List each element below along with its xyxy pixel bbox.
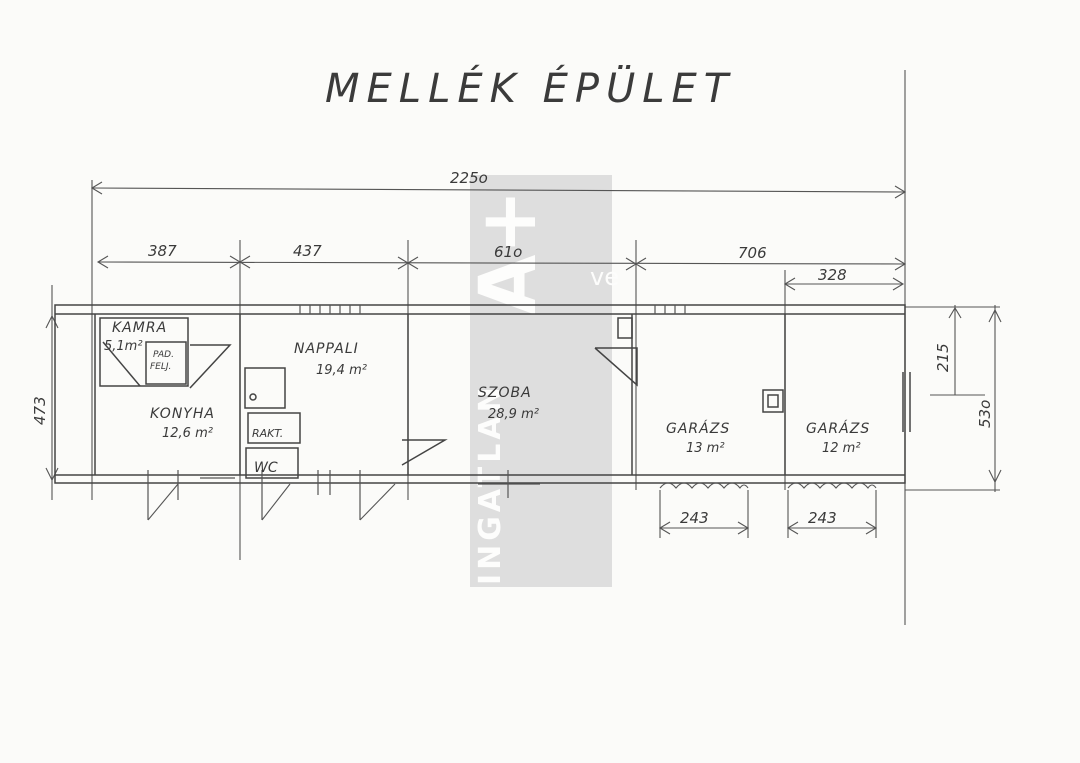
room-konyha-name: KONYHA [150, 406, 215, 422]
segment-arrow-3 [240, 256, 250, 268]
door-swing-wc [262, 484, 290, 520]
room-garazs2-name: GARÁZS [806, 420, 870, 437]
arrow-right [895, 186, 905, 198]
dim-seg2: 437 [293, 242, 322, 260]
arrow-215-top [949, 308, 961, 318]
dim-seg5: 328 [818, 266, 847, 284]
arrow-right-bottom [989, 470, 1001, 482]
chimney-szoba [618, 318, 632, 338]
segment-arrow-6 [626, 258, 636, 270]
watermark: A+ INGATLAN ve [464, 175, 619, 587]
room-konyha-area: 12,6 m² [162, 426, 213, 441]
room-garazs1-area: 13 m² [686, 441, 725, 456]
room-padfeljaro-name: PAD. [153, 350, 174, 360]
dim-right-height: 53o [976, 400, 994, 428]
rakt-box [248, 413, 300, 443]
arrow-328-left [785, 278, 795, 290]
building-outline [55, 305, 905, 483]
room-kamra-area: 5,1m² [104, 339, 143, 354]
garage-door-1 [660, 483, 748, 488]
dim-door1: 243 [680, 509, 709, 527]
door-nappali-szoba [402, 440, 445, 465]
dimension-line-total [92, 188, 905, 192]
dim-door2: 243 [808, 509, 837, 527]
dim-left-height: 473 [31, 396, 49, 425]
room-garazs1-name: GARÁZS [666, 420, 730, 437]
room-wc-name: WC [254, 460, 278, 476]
chimney-garage-outer [763, 390, 783, 412]
arrow-right-top [989, 310, 1001, 322]
chimney-garage-inner [768, 395, 778, 407]
chimney-box [245, 368, 285, 408]
segment-arrow-8 [895, 258, 905, 270]
room-padfeljaro-name2: FELJ. [150, 362, 171, 372]
stair-box [146, 342, 186, 384]
watermark-suffix: ve [590, 263, 619, 291]
room-nappali-name: NAPPALI [294, 341, 359, 357]
watermark-background [470, 175, 612, 587]
dim-total-width: 225o [450, 169, 488, 187]
room-nappali-area: 19,4 m² [316, 363, 367, 378]
chimney-circle-icon [249, 393, 257, 401]
dim-seg1: 387 [148, 242, 177, 260]
stair-swing [190, 345, 230, 388]
kamra-diagonal [103, 342, 140, 386]
garage-door-2 [788, 483, 876, 488]
arrow-left [92, 182, 102, 194]
arrow-left-top [46, 316, 58, 328]
dim-seg3: 61o [494, 243, 522, 261]
plan-title: MELLÉK ÉPÜLET [325, 64, 735, 112]
watermark-logo: A+ [464, 189, 554, 315]
room-kamra-name: KAMRA [112, 320, 167, 336]
kamra-box [100, 318, 188, 386]
dim-seg4: 706 [738, 244, 767, 262]
wc-box [246, 448, 298, 478]
arrow-328-right [893, 278, 903, 290]
room-szoba-area: 28,9 m² [488, 407, 539, 422]
segment-arrow-1 [98, 256, 108, 268]
arrow-left-bottom [46, 468, 58, 480]
room-szoba-name: SZOBA [478, 385, 532, 401]
segment-arrow-7 [636, 258, 646, 270]
dim-inner-height: 215 [934, 343, 952, 372]
dimension-line-segments [98, 262, 905, 264]
door-swing-konyha [148, 484, 178, 520]
room-garazs2-area: 12 m² [822, 441, 861, 456]
door-szoba-garage [595, 348, 637, 385]
room-rakt-name: RAKT. [252, 427, 283, 440]
door-swing-nappali [360, 484, 395, 520]
segment-arrow-5 [408, 257, 418, 269]
